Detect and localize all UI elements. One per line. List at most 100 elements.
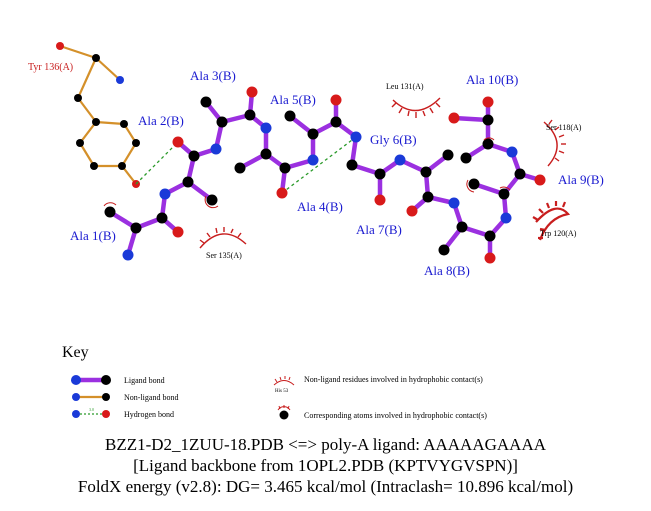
atom-nitrogen xyxy=(72,393,80,401)
label-trp120: Trp 120(A) xyxy=(540,229,577,238)
atom-nitrogen xyxy=(210,143,222,155)
atom-nitrogen xyxy=(71,375,81,385)
atom-carbon xyxy=(484,230,496,242)
label-ala1: Ala 1(B) xyxy=(70,228,116,243)
atom-nitrogen xyxy=(159,188,171,200)
atom-carbon xyxy=(330,116,342,128)
legend-hydrophobic-residues: His 53 Non-ligand residues involved in h… xyxy=(273,375,483,394)
atom-carbon xyxy=(182,176,194,188)
atom-carbon xyxy=(102,393,110,401)
hydrophobic-residue-arcs xyxy=(199,97,571,249)
ligplot-diagram: Ala 1(B) Ala 2(B) Ala 3(B) Ala 4(B) Ala … xyxy=(28,42,604,420)
label-gly6: Gly 6(B) xyxy=(370,132,417,147)
atom-oxygen xyxy=(56,42,64,50)
atom-oxygen xyxy=(172,136,184,148)
label-tyr136: Tyr 136(A) xyxy=(28,62,73,73)
atom-nitrogen xyxy=(72,410,80,418)
atom-nitrogen xyxy=(350,131,362,143)
atom-nitrogen xyxy=(394,154,406,166)
atom-carbon xyxy=(284,110,296,122)
atom-carbon xyxy=(482,138,494,150)
caption-line-3: FoldX energy (v2.8): DG= 3.465 kcal/mol … xyxy=(77,477,574,496)
atom-carbon xyxy=(260,148,272,160)
atom-carbon xyxy=(74,94,82,102)
label-ser118: Ser 118(A) xyxy=(546,123,582,132)
atom-nitrogen xyxy=(448,197,460,209)
legend-hbond-distance: 3.0 xyxy=(89,407,94,412)
atom-carbon xyxy=(90,162,98,170)
ser135-arc xyxy=(199,227,247,249)
atom-oxygen xyxy=(172,226,184,238)
atom-carbon xyxy=(422,191,434,203)
atom-carbon xyxy=(132,139,140,147)
atom-carbon xyxy=(482,114,494,126)
atom-carbon xyxy=(438,244,450,256)
label-ala9: Ala 9(B) xyxy=(558,172,604,187)
atom-oxygen xyxy=(102,410,110,418)
label-ala7: Ala 7(B) xyxy=(356,222,402,237)
legend-hydrophobic-atoms: Corresponding atoms involved in hydropho… xyxy=(277,405,487,420)
atom-carbon xyxy=(420,166,432,178)
legend-ligand-bond-label: Ligand bond xyxy=(124,376,165,385)
legend-hydrogen-bond: 3.0 Hydrogen bond xyxy=(72,407,174,419)
atom-carbon xyxy=(234,162,246,174)
atom-carbon xyxy=(92,118,100,126)
atom-carbon xyxy=(468,178,480,190)
label-leu131: Leu 131(A) xyxy=(386,82,424,91)
atom-oxygen xyxy=(330,94,342,106)
atom-carbon xyxy=(498,188,510,200)
tyr136-side-chain xyxy=(56,42,140,188)
atom-oxygen xyxy=(484,252,496,264)
atom-carbon xyxy=(130,222,142,234)
atom-carbon xyxy=(279,410,289,420)
atom-carbon xyxy=(104,206,116,218)
atom-carbon xyxy=(188,150,200,162)
atom-nitrogen xyxy=(260,122,272,134)
legend-example-residue: His 53 xyxy=(275,389,289,394)
atom-carbon xyxy=(120,120,128,128)
caption: BZZ1-D2_1ZUU-18.PDB <=> poly-A ligand: A… xyxy=(0,434,651,497)
atom-carbon xyxy=(101,375,111,385)
atom-carbon xyxy=(279,162,291,174)
atom-oxygen xyxy=(534,174,546,186)
leu131-arc xyxy=(391,97,441,118)
legend-nonligand-bond-label: Non-ligand bond xyxy=(124,393,178,402)
atom-carbon xyxy=(346,159,358,171)
atom-carbon xyxy=(307,128,319,140)
label-ala3: Ala 3(B) xyxy=(190,68,236,83)
atom-nitrogen xyxy=(122,249,134,261)
atom-nitrogen xyxy=(116,76,124,84)
atom-carbon xyxy=(156,212,168,224)
label-ser135: Ser 135(A) xyxy=(206,251,242,260)
atom-carbon xyxy=(92,54,100,62)
label-ala10: Ala 10(B) xyxy=(466,72,518,87)
atom-nitrogen xyxy=(500,212,512,224)
atom-oxygen xyxy=(374,194,386,206)
ligand-atoms xyxy=(104,86,546,264)
hydrogen-bonds xyxy=(135,136,357,194)
atom-carbon xyxy=(442,149,454,161)
label-ala2: Ala 2(B) xyxy=(138,113,184,128)
atom-carbon xyxy=(456,221,468,233)
legend-hydrogen-bond-label: Hydrogen bond xyxy=(124,410,174,419)
caption-line-1: BZZ1-D2_1ZUU-18.PDB <=> poly-A ligand: A… xyxy=(105,435,546,454)
atom-nitrogen xyxy=(506,146,518,158)
label-ala5: Ala 5(B) xyxy=(270,92,316,107)
atom-oxygen xyxy=(276,187,288,199)
atom-carbon xyxy=(460,152,472,164)
atom-oxygen xyxy=(482,96,494,108)
atom-oxygen xyxy=(246,86,258,98)
atom-carbon xyxy=(76,139,84,147)
legend-hydrophobic-residues-label: Non-ligand residues involved in hydropho… xyxy=(304,375,483,384)
atom-oxygen xyxy=(406,205,418,217)
label-ala4: Ala 4(B) xyxy=(297,199,343,214)
ser118-arc xyxy=(543,119,566,167)
caption-line-2: [Ligand backbone from 1OPL2.PDB (KPTVYGV… xyxy=(133,456,518,475)
label-ala8: Ala 8(B) xyxy=(424,263,470,278)
trp120-arc xyxy=(532,201,571,241)
atom-carbon xyxy=(216,116,228,128)
legend: Key Ligand bond Non-ligand bond 3.0 Hydr… xyxy=(62,344,487,420)
atom-oxygen xyxy=(448,112,460,124)
residue-labels: Ala 1(B) Ala 2(B) Ala 3(B) Ala 4(B) Ala … xyxy=(28,62,604,278)
atom-nitrogen xyxy=(307,154,319,166)
